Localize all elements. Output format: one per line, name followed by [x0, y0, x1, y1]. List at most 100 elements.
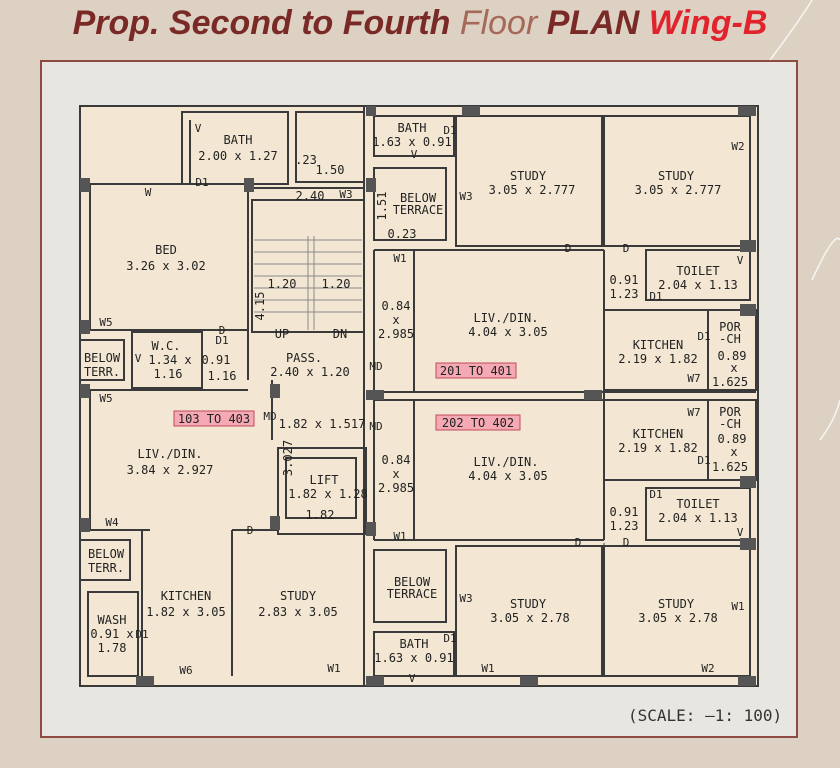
dim-084a-1: 0.84: [382, 299, 411, 313]
room-porch-top-5: 1.625: [712, 375, 748, 389]
dim-023: 0.23: [388, 227, 417, 241]
mark-d1-bath: D1: [195, 176, 208, 189]
dim-415: 4.15: [253, 292, 267, 321]
dim-084b-2: x: [392, 467, 399, 481]
room-porch-top-4: x: [730, 361, 737, 375]
room-lift-name: LIFT: [310, 473, 339, 487]
mark-v-bath-top: V: [411, 148, 418, 161]
room-bath-left-size: 2.00 x 1.27: [198, 149, 277, 163]
dim-3027: 3.027: [281, 440, 295, 476]
dim-091b-3: 1.23: [610, 287, 639, 301]
dim-091c-3: 1.23: [610, 519, 639, 533]
room-liv-left-size: 3.84 x 2.927: [127, 463, 214, 477]
room-porch-top-2: -CH: [719, 332, 741, 346]
room-study-top-mid-size: 3.05 x 2.777: [489, 183, 576, 197]
dim-084a-2: x: [392, 313, 399, 327]
page-title: Prop. Second to Fourth Floor PLAN Wing-B: [0, 4, 840, 43]
room-wash-size-2: 1.78: [98, 641, 127, 655]
room-below-terrace-bot-b: TERRACE: [387, 587, 438, 601]
dim-091c-1: 0.91: [610, 505, 639, 519]
room-bed-size: 3.26 x 3.02: [126, 259, 205, 273]
dim-091a-3: 1.16: [208, 369, 237, 383]
dim-120b: 1.20: [322, 277, 351, 291]
room-kitchen-left-size: 1.82 x 3.05: [146, 605, 225, 619]
mark-w2-bot: W2: [701, 662, 714, 675]
mark-d-study-right-bot: D: [623, 536, 630, 549]
room-study-bot-right-name: STUDY: [658, 597, 695, 611]
room-below-terrace-bot-a: BELOW: [394, 575, 431, 589]
room-wc-size-2: 1.16: [154, 367, 183, 381]
mark-w3-core: W3: [339, 188, 352, 201]
title-part-4: Wing-B: [648, 4, 768, 42]
mark-md-mid-bot: MD: [369, 420, 382, 433]
mark-v-wc: V: [135, 352, 142, 365]
mark-v-bath-bot: V: [409, 672, 416, 685]
mark-d1-kitchen-top: D1: [697, 330, 710, 343]
room-wash-size-1: 0.91 x: [90, 627, 133, 641]
dim-150: 1.50: [316, 163, 345, 177]
mark-w1-liv-bot: W1: [393, 530, 406, 543]
room-bath-bot-name: BATH: [400, 637, 429, 651]
room-porch-bot-2: -CH: [719, 417, 741, 431]
flat-tag-201-401: 201 TO 401: [440, 364, 512, 378]
room-wash-name: WASH: [98, 613, 127, 627]
room-kitchen-right-bot-name: KITCHEN: [633, 427, 684, 441]
room-porch-top-3: 0.89: [718, 349, 747, 363]
dim-091a-1: 0.91: [202, 353, 231, 367]
mark-w2-top: W2: [731, 140, 744, 153]
room-liv-mid-bot-name: LIV./DIN.: [473, 455, 538, 469]
room-pass-name: PASS.: [286, 351, 322, 365]
flat-tag-103-403: 103 TO 403: [178, 412, 250, 426]
room-below-terrace-top-b: TERRACE: [393, 203, 444, 217]
room-study-bot-mid-size: 3.05 x 2.78: [490, 611, 569, 625]
title-part-2: Floor: [459, 4, 547, 42]
scale-note: (SCALE: —1: 100): [628, 706, 783, 725]
mark-d1-bath-bot: D1: [443, 632, 456, 645]
room-below-terr-left2-a: BELOW: [88, 547, 125, 561]
flat-tag-202-402: 202 TO 402: [442, 416, 514, 430]
room-study-top-right-name: STUDY: [658, 169, 695, 183]
room-porch-bot-5: 1.625: [712, 460, 748, 474]
mark-d-liv-left: D: [247, 524, 254, 537]
room-kitchen-right-top-size: 2.19 x 1.82: [618, 352, 697, 366]
room-bath-top-size: 1.63 x 0.91: [372, 135, 451, 149]
mark-v-toilet-top: V: [737, 254, 744, 267]
room-wc-name: W.C.: [152, 339, 181, 353]
room-lift-size: 1.82 x 1.28: [288, 487, 367, 501]
mark-d-liv-bot: D: [575, 536, 582, 549]
room-porch-bot-1: POR: [719, 405, 741, 419]
room-porch-bot-4: x: [730, 445, 737, 459]
room-liv-mid-bot-size: 4.04 x 3.05: [468, 469, 547, 483]
dim-091b-1: 0.91: [610, 273, 639, 287]
room-kitchen-right-top-name: KITCHEN: [633, 338, 684, 352]
room-wc-size-1: 1.34 x: [148, 353, 191, 367]
room-liv-left-name: LIV./DIN.: [137, 447, 202, 461]
room-bed-name: BED: [155, 243, 177, 257]
room-study-left-size: 2.83 x 3.05: [258, 605, 337, 619]
room-porch-top-1: POR: [719, 320, 741, 334]
dim-151: 1.51: [375, 192, 389, 221]
mark-md-mid-top: MD: [369, 360, 382, 373]
mark-d-study-right-top: D: [623, 242, 630, 255]
room-study-bot-mid-name: STUDY: [510, 597, 547, 611]
dim-084a-3: 2.985: [378, 327, 414, 341]
mark-v-bath: V: [195, 122, 202, 135]
mark-d1-toilet-top: D1: [649, 290, 662, 303]
mark-w5-top: W5: [99, 316, 112, 329]
mark-w1-study-mid-bot: W1: [481, 662, 494, 675]
dim-084b-1: 0.84: [382, 453, 411, 467]
mark-w3-study-bot: W3: [459, 592, 472, 605]
dim-182: 1.82: [306, 508, 335, 522]
room-study-top-mid-name: STUDY: [510, 169, 547, 183]
mark-d1-wash: D1: [135, 628, 148, 641]
stair-dn: DN: [333, 327, 347, 341]
room-study-bot-right-size: 3.05 x 2.78: [638, 611, 717, 625]
title-part-3: PLAN: [546, 4, 649, 42]
mark-w-bed: W: [145, 186, 152, 199]
title-part-1: Prop. Second to Fourth: [72, 4, 460, 42]
room-toilet-bot-name: TOILET: [676, 497, 719, 511]
room-toilet-bot-size: 2.04 x 1.13: [658, 511, 737, 525]
mark-d1-bath-top: D1: [443, 124, 456, 137]
mark-w1-study-left: W1: [327, 662, 340, 675]
